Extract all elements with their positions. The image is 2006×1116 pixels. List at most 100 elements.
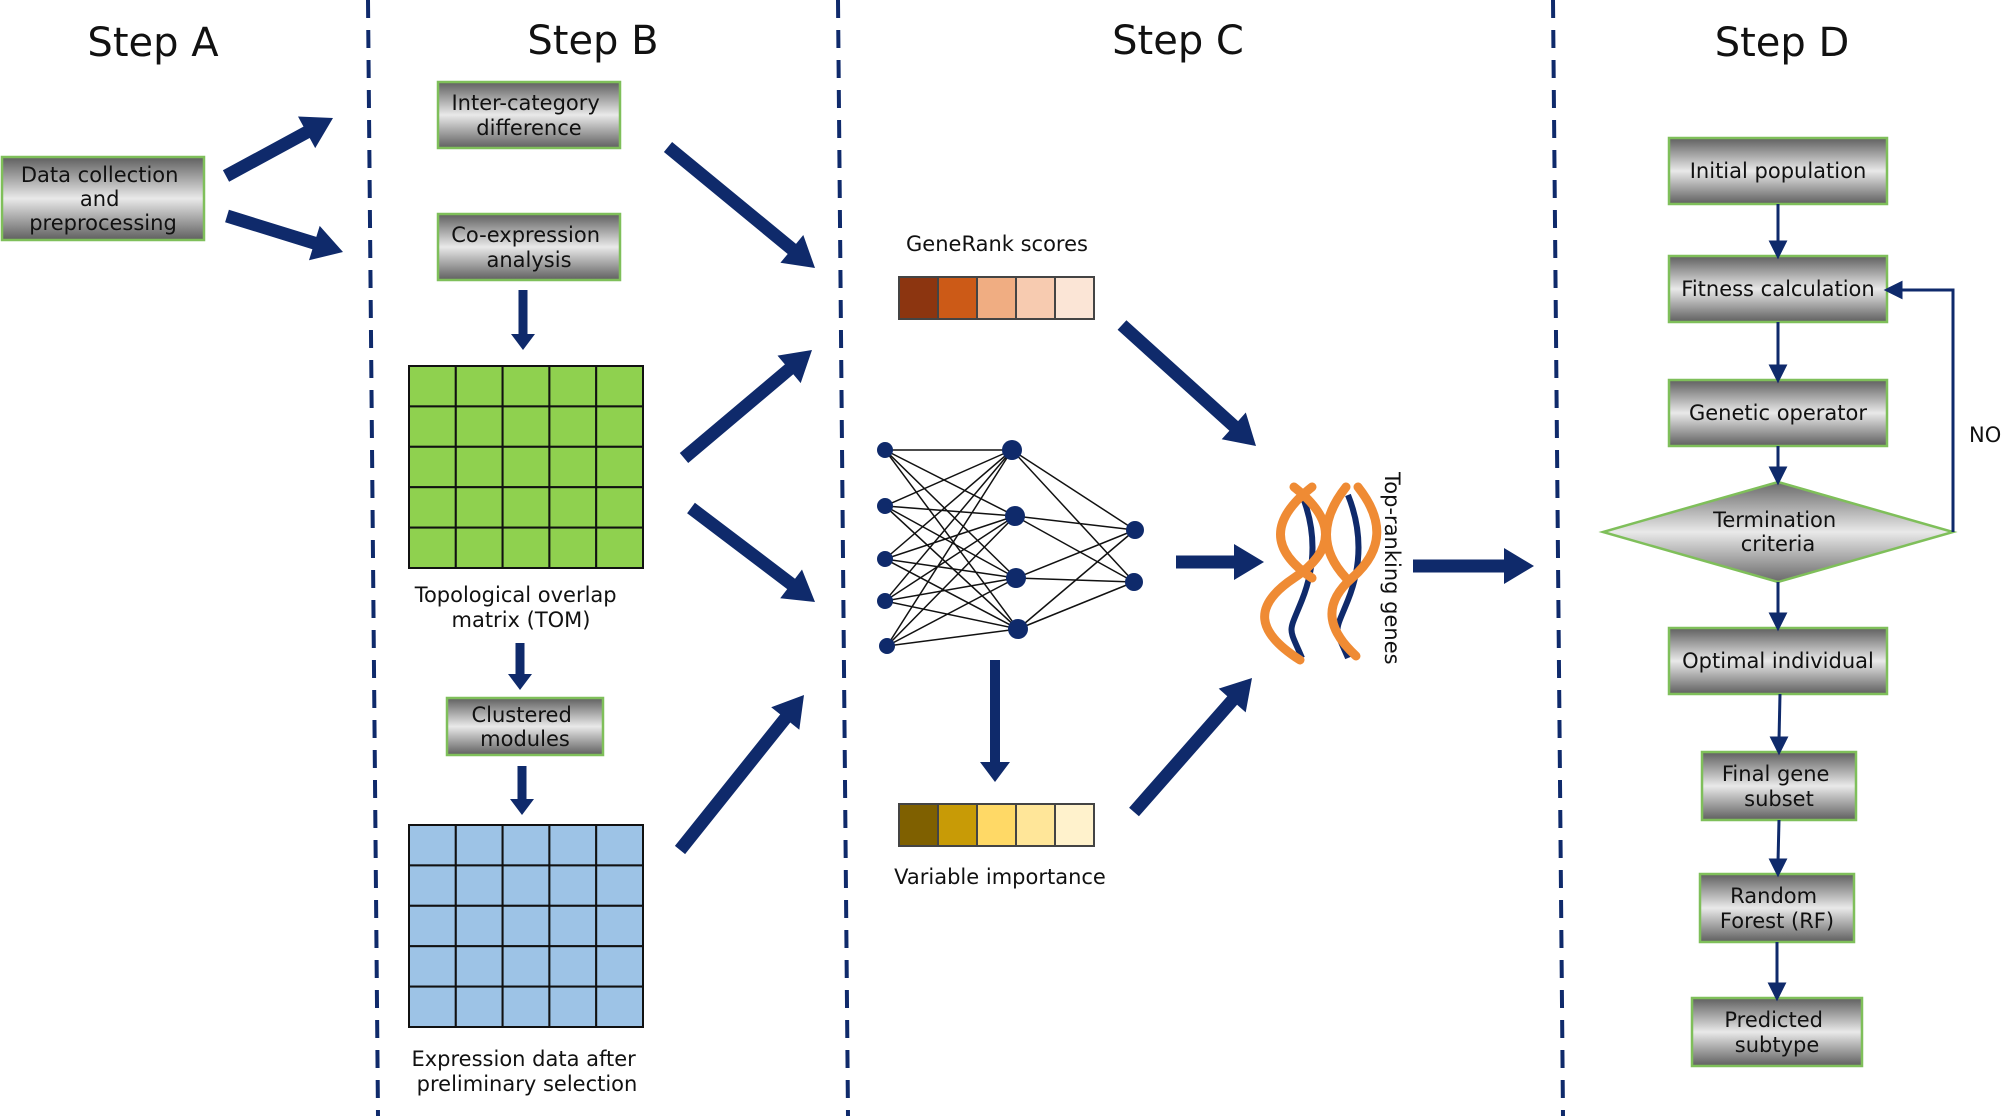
tom-cell — [595, 445, 645, 489]
nn-node — [877, 498, 893, 514]
nn-edge — [884, 558, 1017, 579]
divider-a-b — [366, 0, 380, 1116]
expression-cell — [408, 985, 457, 1028]
nn-edge — [1017, 581, 1135, 630]
nn-edge — [886, 449, 1013, 647]
genetic-operator-text: Genetic operator — [1689, 401, 1867, 425]
no-label: NO — [1969, 423, 2001, 447]
tom-cell — [548, 445, 598, 489]
nn-edge — [1011, 449, 1135, 583]
arrow-a-to-b-lower — [225, 209, 343, 261]
termination-line-2: criteria — [1741, 532, 1816, 556]
generank-swatch — [1015, 276, 1056, 320]
inter-category-line-1: Inter-category — [451, 91, 599, 115]
expression-cell — [501, 864, 551, 907]
nn-edge — [884, 449, 1013, 602]
tom-cell — [548, 486, 598, 529]
generank-swatch — [898, 276, 939, 320]
co-expression-line-2: analysis — [486, 248, 571, 272]
expression-cell — [548, 864, 598, 907]
random-forest-line-1: Random — [1730, 884, 1817, 908]
initial-population-box: Initial population — [1667, 136, 1889, 206]
fitness-calculation-box: Fitness calculation — [1667, 254, 1889, 324]
predicted-subtype-line-1: Predicted — [1724, 1008, 1823, 1032]
arrow-tom-to-clusters — [508, 643, 532, 690]
nn-node — [879, 638, 895, 654]
nn-node — [877, 442, 893, 458]
arrow-importance-to-genes — [1129, 678, 1252, 817]
generank-swatch — [976, 276, 1017, 320]
nn-edge — [884, 505, 1016, 517]
termination-line-1: Termination — [1712, 508, 1836, 532]
nn-edge — [884, 449, 1019, 630]
expression-cell — [501, 904, 551, 948]
tom-cell — [408, 486, 457, 529]
neural-network — [877, 440, 1144, 654]
expression-cell — [408, 904, 457, 948]
tom-cell — [548, 526, 598, 569]
arrow-expression-to-c — [674, 695, 804, 855]
expression-cell — [408, 864, 457, 907]
tom-cell — [501, 405, 551, 448]
nn-node — [1002, 440, 1022, 460]
data-collection-line-2: and — [80, 187, 120, 211]
expression-cell — [595, 864, 645, 907]
step-a-heading: Step A — [87, 20, 219, 66]
genetic-operator-box: Genetic operator — [1667, 378, 1889, 448]
nn-edge — [884, 577, 1017, 602]
data-collection-line-1: Data collection — [21, 163, 179, 187]
svg-text:Termination criteria: Termination criteria — [1712, 508, 1843, 556]
step-d-heading: Step D — [1715, 20, 1850, 66]
svg-text:Expression data after prel: Expression data after preliminary select… — [411, 1047, 642, 1096]
top-ranking-genes-label: Top-ranking genes — [1380, 471, 1404, 665]
nn-node — [877, 551, 893, 567]
svg-text:Topological overlap matrix: Topological overlap matrix (TOM) — [414, 583, 624, 632]
nn-edge — [1014, 515, 1136, 531]
tom-cell — [454, 445, 504, 489]
arrow-tom-to-c-upper — [679, 350, 812, 463]
expression-data-matrix — [408, 824, 645, 1028]
nn-edge — [1015, 529, 1136, 579]
variable-importance-swatch — [937, 803, 978, 847]
arrow-genes-to-d — [1413, 548, 1534, 584]
step-c-heading: Step C — [1112, 18, 1244, 64]
tom-cell — [454, 405, 504, 448]
svg-text:Co-expression analysis: Co-expression analysis — [451, 223, 606, 272]
nn-edge — [884, 449, 1017, 579]
data-collection-line-3: preprocessing — [29, 211, 177, 235]
fitness-calculation-text: Fitness calculation — [1681, 277, 1874, 301]
nn-node — [1008, 619, 1028, 639]
expression-cell — [595, 985, 645, 1028]
arrow-a-to-b-upper — [222, 116, 333, 182]
optimal-individual-text: Optimal individual — [1682, 649, 1874, 673]
predicted-subtype-box: Predicted subtype — [1690, 996, 1864, 1068]
nn-edge — [886, 628, 1019, 647]
tom-cell — [408, 405, 457, 448]
dna-helix-icon — [1260, 482, 1382, 665]
svg-text:Inter-category differenc: Inter-category difference — [451, 91, 606, 140]
tom-cell — [408, 526, 457, 569]
nn-edge — [884, 449, 1013, 507]
expression-cell — [595, 904, 645, 948]
divider-c-d — [1551, 0, 1565, 1116]
inter-category-box: Inter-category difference — [436, 80, 622, 150]
expression-cell — [408, 945, 457, 988]
generank-scale — [898, 276, 1095, 320]
variable-importance-swatch — [1054, 803, 1095, 847]
expression-label-line-2: preliminary selection — [417, 1072, 638, 1096]
initial-population-text: Initial population — [1690, 159, 1867, 183]
nn-edge — [1014, 515, 1135, 583]
step-d-connectors — [1767, 204, 1955, 1002]
divider-b-c — [836, 0, 850, 1116]
nn-node — [1126, 521, 1144, 539]
nn-node — [877, 593, 893, 609]
tom-cell — [408, 445, 457, 489]
variable-importance-swatch — [898, 803, 939, 847]
tom-cell — [454, 526, 504, 569]
tom-cell — [548, 365, 598, 408]
arrow-generank-to-genes — [1117, 320, 1256, 446]
tom-cell — [595, 405, 645, 448]
tom-cell — [595, 526, 645, 569]
expression-cell — [501, 945, 551, 988]
step-b-heading: Step B — [527, 18, 658, 64]
